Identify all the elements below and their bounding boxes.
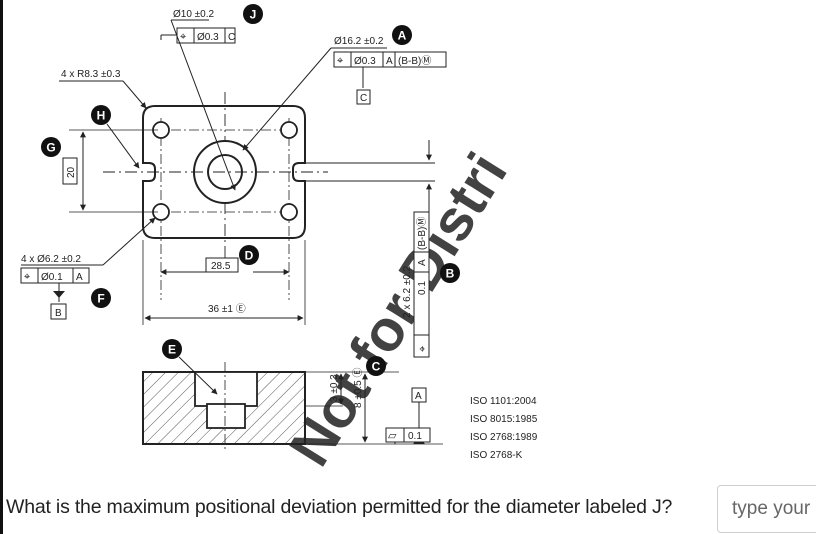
diameter-a-label: Ø16.2 ±0.2 — [334, 36, 384, 47]
callout-b: (B-B)Ⓜ A 0.1 ⌖ 2 x 6.2 ±0.2 B — [402, 211, 460, 358]
question-text: What is the maximum positional deviation… — [6, 496, 673, 518]
fcf-b-datum: A — [417, 259, 428, 266]
standard-1: ISO 1101:2004 — [470, 396, 537, 407]
fcf-a-datum: A — [386, 56, 393, 67]
dim-3: 3 ±0.3 — [329, 374, 340, 402]
position-symbol: ⌖ — [337, 55, 343, 67]
technical-drawing: Not for Distri Ø10 ±0.2 ⌖ Ø0.3 — [20, 4, 538, 477]
fcf-holes-tolerance: Ø0.1 — [41, 272, 63, 283]
datum-a-box: A — [415, 391, 422, 402]
position-symbol: ⌖ — [180, 31, 186, 43]
dim-2x6-2: 2 x 6.2 ±0.2 — [402, 265, 413, 318]
holes-dimension-label: 4 x Ø6.2 ±0.2 — [21, 254, 81, 265]
dimension-width: 36 ±1 Ⓔ — [142, 240, 306, 325]
label-a: A — [398, 29, 407, 43]
dim-28-5: 28.5 — [211, 261, 231, 272]
callout-a: Ø16.2 ±0.2 ⌖ Ø0.3 A (B-B)Ⓜ C A — [242, 25, 447, 151]
dim-20: 20 — [66, 166, 77, 178]
label-e: E — [168, 343, 176, 357]
flatness-symbol: ▱ — [388, 430, 397, 442]
watermark: Not for Distri — [277, 142, 520, 477]
callout-d: 28.5 D — [160, 245, 290, 275]
callout-corner-radius: 4 x R8.3 ±0.3 — [59, 69, 147, 109]
fcf-holes-datum: A — [76, 272, 83, 283]
label-f: F — [97, 292, 104, 306]
callout-h: H — [91, 105, 140, 169]
iso-standards: ISO 1101:2004 ISO 8015:1985 ISO 2768:198… — [470, 396, 538, 461]
label-h: H — [97, 109, 106, 123]
callout-g: G 20 — [41, 129, 158, 213]
fcf-b-datum-2: (B-B)Ⓜ — [416, 217, 428, 250]
callout-j: Ø10 ±0.2 ⌖ Ø0.3 C J — [160, 4, 263, 191]
diameter-j-label: Ø10 ±0.2 — [173, 9, 215, 20]
answer-input[interactable] — [717, 485, 816, 533]
fcf-j-datum: C — [228, 32, 235, 43]
datum-c-box: C — [360, 93, 367, 104]
fcf-j-tolerance: Ø0.3 — [197, 32, 219, 43]
position-symbol: ⌖ — [417, 346, 429, 352]
standard-4: ISO 2768-K — [470, 450, 523, 461]
datum-b-box: B — [55, 308, 62, 319]
fcf-b-tolerance: 0.1 — [417, 281, 428, 295]
plate-outline — [142, 105, 306, 239]
left-edge-bar — [0, 0, 3, 534]
label-j: J — [250, 8, 257, 22]
dim-8: 8 ±0.5 Ⓔ — [352, 367, 364, 408]
dim-36: 36 ±1 Ⓔ — [208, 303, 246, 315]
fcf-a-datum-2: (B-B)Ⓜ — [398, 55, 431, 67]
standard-3: ISO 2768:1989 — [470, 432, 538, 443]
standard-2: ISO 8015:1985 — [470, 414, 538, 425]
label-d: D — [245, 249, 254, 263]
corner-radius-label: 4 x R8.3 ±0.3 — [61, 69, 121, 80]
callout-holes: 4 x Ø6.2 ±0.2 ⌖ Ø0.1 A B F — [20, 217, 156, 320]
label-c: C — [372, 360, 381, 374]
section-view: 3 ±0.3 8 ±0.5 Ⓔ C A ▱ 0.1 E — [142, 339, 443, 452]
fcf-a-tolerance: Ø0.3 — [354, 56, 376, 67]
label-b: B — [446, 267, 455, 281]
flatness-tolerance: 0.1 — [408, 431, 422, 442]
label-g: G — [46, 141, 55, 155]
position-symbol: ⌖ — [24, 271, 30, 283]
